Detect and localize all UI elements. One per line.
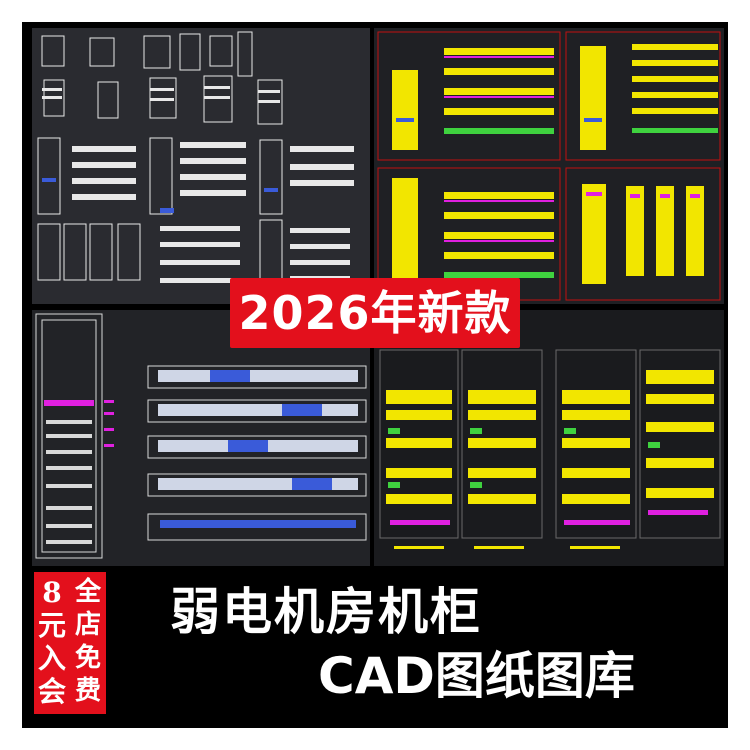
promo-column-right: 全 店 免 费 [70, 576, 106, 708]
promo-char: 免 [74, 643, 101, 673]
promo-char: 入 [37, 642, 66, 675]
new-model-badge: 2026年新款 [230, 278, 520, 348]
promo-char: 元 [37, 609, 66, 642]
cad-panel-cabinet-group [374, 310, 724, 566]
promo-column-left: 8 元 入 会 [34, 576, 70, 708]
promo-char: 8 [42, 576, 62, 609]
promo-char: 全 [74, 577, 101, 607]
cad-drawing-patch-panels [35, 313, 367, 559]
title-line-1: 弱电机房机柜 [170, 583, 482, 641]
title-line-2: CAD图纸图库 [318, 647, 635, 705]
promo-char: 店 [74, 610, 101, 640]
cad-panel-yellow-racks [374, 28, 724, 304]
cad-drawing-cabinets [379, 349, 721, 549]
promo-char: 会 [37, 675, 66, 708]
cad-drawing-white [37, 31, 354, 283]
cad-drawing-yellow [377, 31, 721, 301]
cad-panel-white-racks [32, 28, 370, 304]
cad-panel-patch-detail [32, 310, 370, 566]
promo-badge: 8 元 入 会 全 店 免 费 [34, 572, 106, 714]
bottom-banner [22, 566, 728, 728]
promo-char: 费 [74, 676, 101, 706]
